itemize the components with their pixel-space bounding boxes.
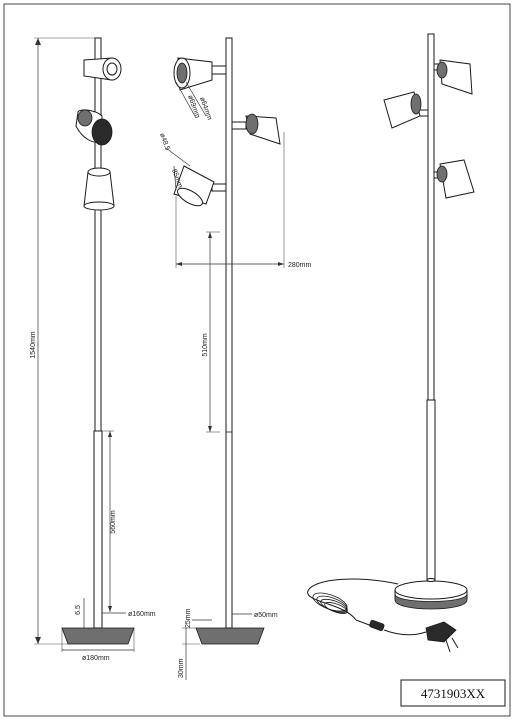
product-code-box: 4731903XX [400,679,506,707]
head-length-small-label: 85mm [170,168,183,189]
right-spot-head-left [383,91,429,129]
middle-view: ø64mm ø69mm ø48.5 85mm 280mm [158,37,312,680]
middle-base [195,627,265,645]
right-spot-head-lower [433,159,475,199]
overall-height-label: 1540mm [30,331,37,358]
right-view [307,33,475,653]
base-edge-label: 25mm [185,608,192,628]
right-base-top [394,580,468,600]
spot-head-3 [83,167,115,211]
left-base [61,627,135,645]
middle-spot-head-top [173,57,227,91]
head-diameter-small-label: ø48.5 [158,132,171,151]
base-thickness-label: 6.5 [75,605,82,615]
reach-label: 280mm [288,262,312,269]
right-spot-head-top [433,59,473,95]
base-diameter-label: ø180mm [82,655,110,662]
spot-head-2 [75,109,113,146]
middle-pole [225,37,233,629]
inline-switch [369,619,385,631]
lower-pole [93,430,103,629]
cable-coil [312,592,348,614]
middle-spot-head-right [231,113,281,145]
upper-pole [94,37,102,432]
power-plug [425,621,459,653]
spot-head-1 [83,57,122,81]
sheet-frame [3,3,511,717]
power-cable [307,578,399,621]
head-spacing-label: 510mm [202,333,209,357]
product-code: 4731903XX [421,686,486,701]
head-diameter-large-label: ø64mm [198,96,213,121]
stem-diameter-mid-label: ø50mm [254,612,278,619]
right-lower-pole [426,399,436,581]
base-height-label: 30mm [178,658,185,678]
right-upper-pole [427,33,435,401]
left-view: 1540mm 560mm 6.5 [30,37,156,662]
middle-spot-head-lower [173,165,227,207]
stem-diameter-left-label: ø160mm [128,611,156,618]
lower-tube-height-label: 560mm [110,510,117,534]
